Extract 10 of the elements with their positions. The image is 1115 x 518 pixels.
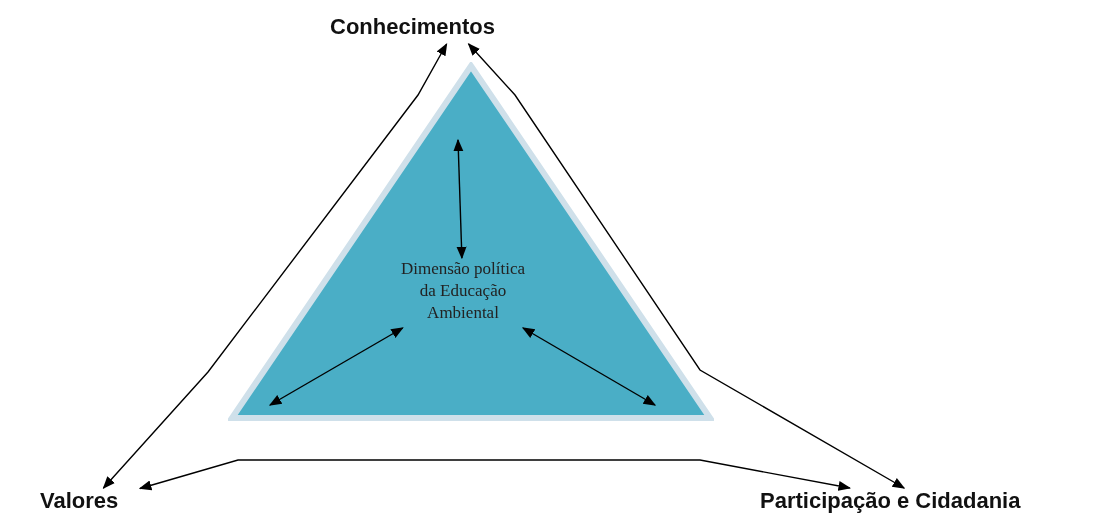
corner-label: Participação e Cidadania: [760, 488, 1100, 518]
double-arrow: [268, 327, 404, 406]
double-arrow: [102, 42, 448, 489]
double-arrow: [138, 459, 852, 491]
double-arrow: [453, 138, 467, 260]
corner-label: Valores: [40, 488, 140, 518]
center-label: Dimensão política da Educação Ambiental: [398, 258, 528, 328]
double-arrow: [521, 327, 657, 406]
corner-label: Conhecimentos: [330, 14, 580, 44]
double-arrow: [467, 43, 906, 489]
